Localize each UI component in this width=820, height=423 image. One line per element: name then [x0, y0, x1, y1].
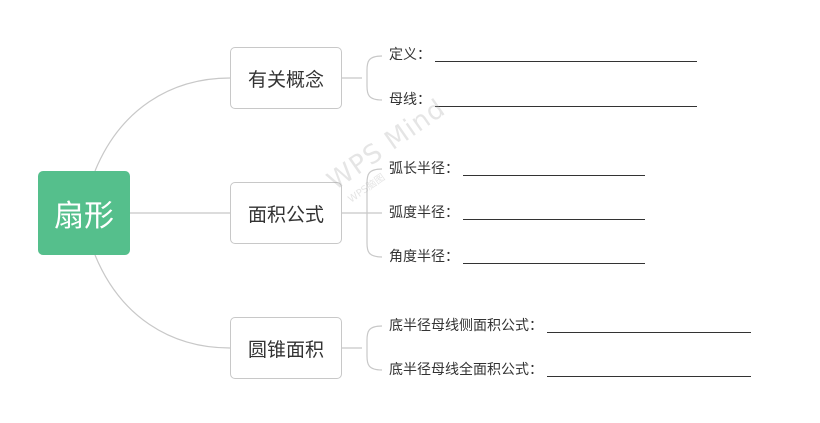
subtopic-label: 弧度半径：: [389, 205, 459, 221]
subtopic-label: 定义：: [389, 47, 431, 63]
subtopic-arc-radius[interactable]: 弧长半径：: [389, 160, 645, 178]
topic-related-concepts[interactable]: 有关概念: [230, 47, 342, 109]
subtopic-label: 角度半径：: [389, 249, 459, 265]
subtopic-definition[interactable]: 定义：: [389, 46, 697, 64]
subtopic-label: 弧长半径：: [389, 161, 459, 177]
subtopic-label: 底半径母线侧面积公式：: [389, 318, 543, 334]
bracket-topic-2: [342, 168, 383, 258]
topic-area-formula[interactable]: 面积公式: [230, 182, 342, 244]
topic-cone-area[interactable]: 圆锥面积: [230, 317, 342, 379]
bracket-topic-3: [342, 325, 383, 371]
answer-blank: [463, 251, 645, 264]
connector-root-topic-3: [94, 254, 231, 349]
subtopic-total-area[interactable]: 底半径母线全面积公式：: [389, 361, 751, 379]
subtopic-degree-radius[interactable]: 角度半径：: [389, 248, 645, 266]
answer-blank: [435, 49, 697, 62]
connector-root-topic-1: [94, 77, 231, 172]
subtopic-generatrix[interactable]: 母线：: [389, 91, 697, 109]
central-topic[interactable]: 扇形: [38, 171, 130, 255]
subtopic-radian-radius[interactable]: 弧度半径：: [389, 204, 645, 222]
answer-blank: [547, 320, 751, 333]
answer-blank: [547, 364, 751, 377]
answer-blank: [463, 207, 645, 220]
subtopic-label: 底半径母线全面积公式：: [389, 362, 543, 378]
answer-blank: [435, 94, 697, 107]
subtopic-label: 母线：: [389, 92, 431, 108]
answer-blank: [463, 163, 645, 176]
subtopic-lateral-area[interactable]: 底半径母线侧面积公式：: [389, 317, 751, 335]
bracket-topic-1: [342, 55, 383, 101]
